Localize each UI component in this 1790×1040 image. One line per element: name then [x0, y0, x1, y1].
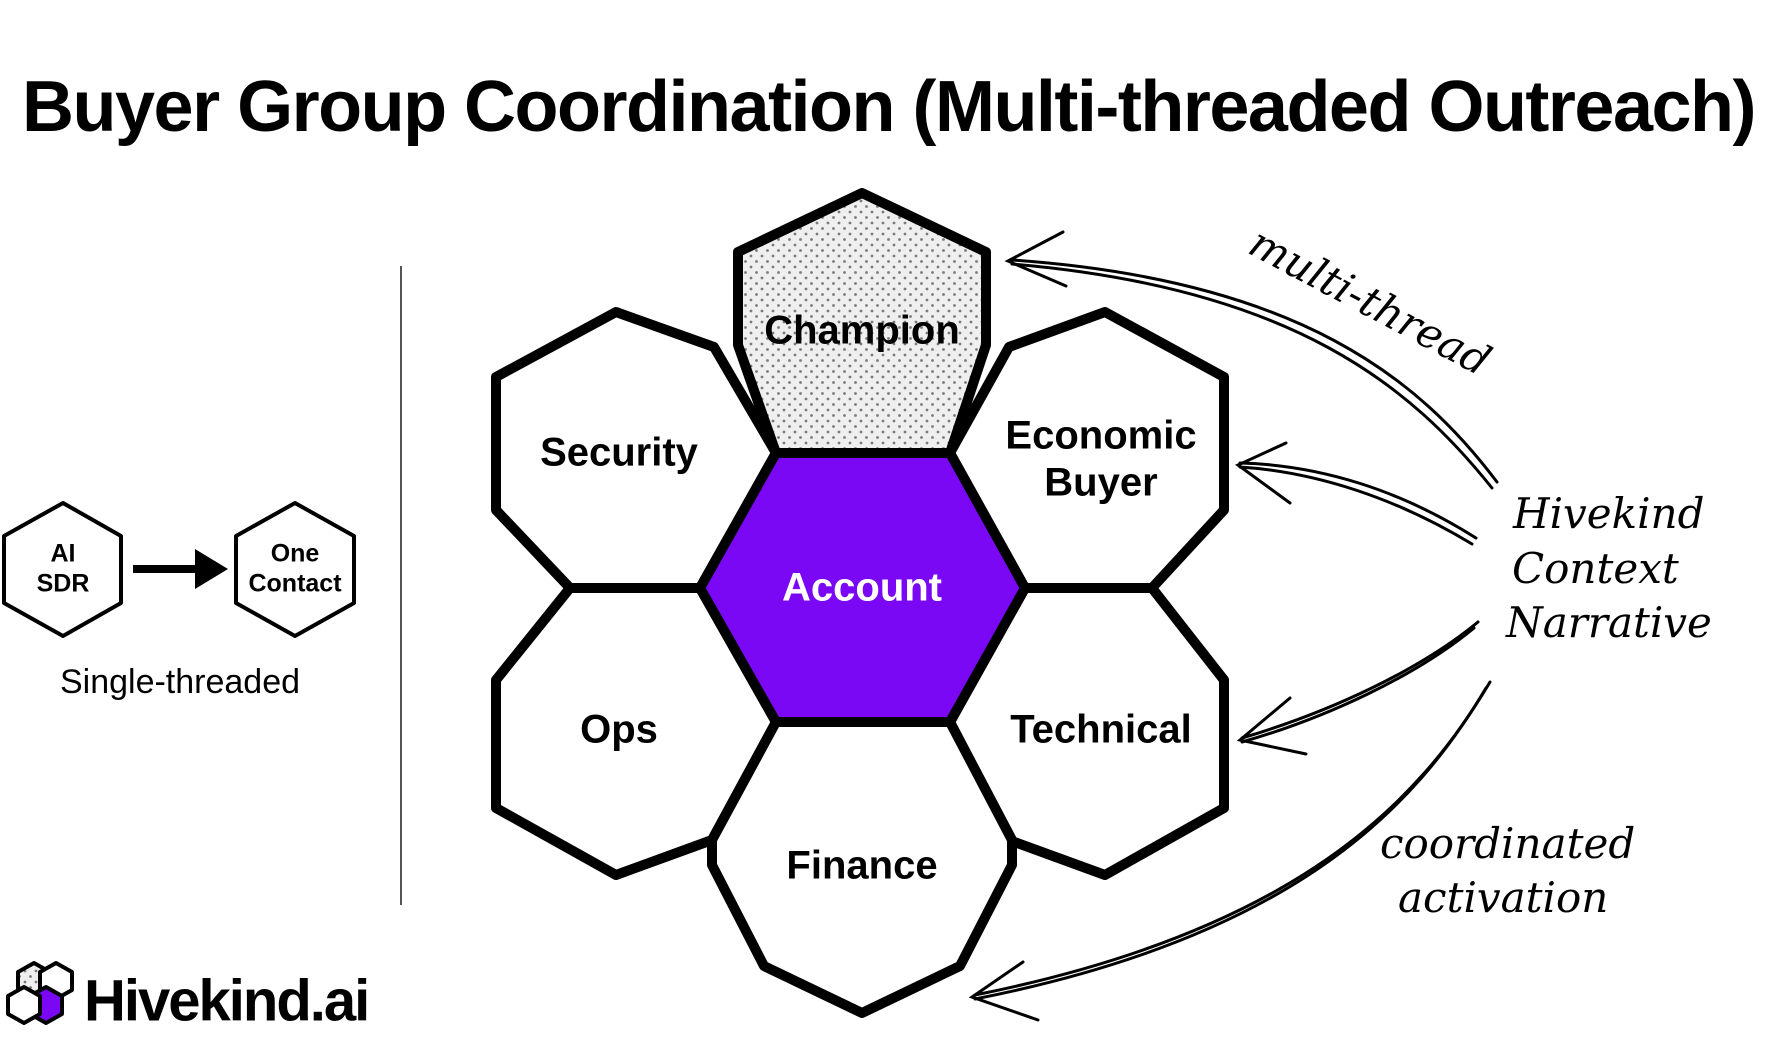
- context-annotation-line3: Narrative: [1505, 598, 1712, 647]
- arrow-to-champion: [1004, 230, 1499, 490]
- arrow-to-economic-buyer: [1235, 441, 1478, 546]
- champion-label: Champion: [764, 309, 960, 353]
- context-annotation-line1: Hivekind: [1512, 489, 1704, 538]
- account-label: Account: [782, 566, 942, 610]
- account-hexagon: [695, 448, 1030, 727]
- page-title: Buyer Group Coordination (Multi-threaded…: [22, 67, 1757, 147]
- finance-hexagon: [707, 717, 1017, 1018]
- hivekind-logo-icon: [6, 961, 74, 1025]
- honeycomb: Champion Security Economic Buyer Ops Tec…: [491, 188, 1229, 1018]
- ops-label: Ops: [580, 708, 658, 752]
- one-contact-label-line1: One: [271, 540, 320, 568]
- hivekind-logo[interactable]: Hivekind.ai: [6, 961, 370, 1033]
- activation-arrows: [968, 230, 1499, 1022]
- brand-name: Hivekind.ai: [84, 968, 368, 1033]
- single-thread-arrow-head: [195, 549, 228, 589]
- champion-hexagon: [733, 188, 991, 458]
- ai-sdr-hexagon: [2, 501, 123, 638]
- security-label: Security: [540, 431, 699, 475]
- single-threaded-caption: Single-threaded: [60, 663, 300, 701]
- coordinated-annotation-line2: activation: [1398, 873, 1608, 922]
- arrow-to-technical: [1236, 620, 1480, 756]
- context-annotation-line2: Context: [1512, 544, 1679, 593]
- ai-sdr-label-line1: AI: [51, 540, 76, 568]
- coordinated-annotation-line1: coordinated: [1380, 819, 1635, 868]
- one-contact-label-line2: Contact: [248, 570, 342, 598]
- ai-sdr-label-line2: SDR: [37, 570, 90, 598]
- arrow-to-finance: [968, 680, 1492, 1022]
- economic-buyer-label-line2: Buyer: [1044, 461, 1157, 505]
- technical-label: Technical: [1010, 708, 1192, 752]
- finance-label: Finance: [786, 844, 937, 888]
- single-threaded-panel: AI SDR One Contact Single-threaded: [2, 501, 356, 701]
- one-contact-hexagon: [234, 501, 356, 638]
- economic-buyer-label-line1: Economic: [1005, 414, 1196, 458]
